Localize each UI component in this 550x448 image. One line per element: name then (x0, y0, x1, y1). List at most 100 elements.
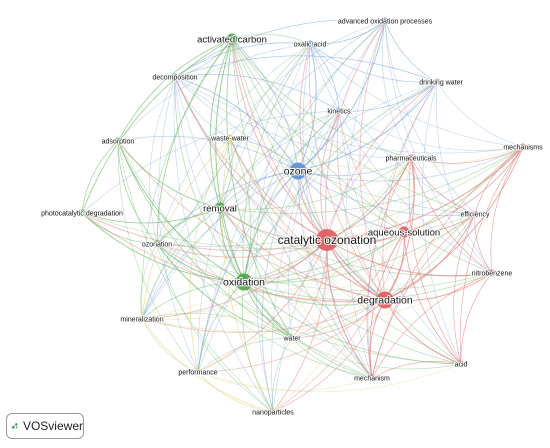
node-mineral[interactable] (138, 315, 146, 323)
node-removal[interactable] (214, 202, 226, 214)
node-label-decomp[interactable]: decomposition (151, 73, 198, 82)
edge-pharma-nitro (410, 157, 493, 274)
node-label-perf[interactable]: performance (177, 368, 218, 377)
edge-aop-pharma (381, 20, 412, 159)
node-label-photo[interactable]: photocatalytic degradation (40, 209, 124, 218)
edge-efficiency-mechanism (371, 213, 476, 379)
edge-ozone-oxidation (243, 170, 299, 283)
node-kinetics[interactable] (335, 107, 343, 115)
node-label-actcarbon[interactable]: activated carbon (196, 33, 268, 46)
node-label-aqueous[interactable]: aqueous-solution (367, 226, 441, 239)
node-oxalic[interactable] (306, 40, 314, 48)
node-drinking[interactable] (433, 78, 441, 86)
edge-ozonation-oxidation (156, 243, 245, 283)
node-label-pharma[interactable]: pharmaceuticals (385, 154, 438, 163)
edge-ozone-removal (219, 170, 299, 209)
edge-kinetics-mineral (141, 110, 340, 320)
node-label-wastewater[interactable]: waste-water (209, 134, 250, 143)
node-aqueous[interactable] (398, 226, 410, 238)
edge-degradation-acid (384, 299, 462, 365)
node-label-degradation[interactable]: degradation (356, 294, 414, 308)
node-mechanisms[interactable] (519, 143, 527, 151)
edge-oxalic-drinking (309, 43, 438, 83)
edge-oxidation-acid (243, 281, 462, 365)
edge-ozone-mechanisms (297, 146, 524, 182)
edge-drinking-mechanisms (436, 81, 524, 148)
node-label-mineral[interactable]: mineralization (119, 315, 164, 324)
node-label-efficiency[interactable]: efficiency (459, 210, 491, 219)
edge-mineral-nano (141, 318, 274, 413)
edge-oxidation-mechanism (243, 281, 373, 379)
edge-ozonation-degradation (156, 243, 386, 303)
edge-oxalic-mechanisms (309, 43, 524, 148)
node-catoz[interactable] (316, 229, 338, 251)
node-ozonation[interactable] (153, 240, 161, 248)
node-label-kinetics[interactable]: kinetics (326, 107, 352, 116)
edge-water-mechanism (291, 337, 373, 379)
node-label-ozonation[interactable]: ozonation (141, 240, 173, 249)
node-efficiency[interactable] (471, 210, 479, 218)
edge-kinetics-removal (219, 110, 340, 209)
edge-ozone-decomp (174, 76, 299, 172)
node-mechanism[interactable] (368, 374, 376, 382)
edge-adsorption-photo (81, 140, 119, 214)
edge-mineral-perf (141, 318, 199, 373)
edge-decomp-water (174, 76, 293, 339)
node-label-acid[interactable]: acid (454, 360, 469, 369)
edge-wastewater-mineral (141, 137, 231, 320)
vosviewer-logo-badge: VOSviewer (6, 413, 84, 439)
edge-decomp-nano (173, 76, 274, 413)
edge-oxalic-nitro (309, 43, 493, 274)
edge-kinetics-degradation (336, 110, 386, 301)
node-label-adsorption[interactable]: adsorption (101, 137, 136, 146)
edge-drinking-degradation (382, 81, 438, 301)
edge-oxalic-decomp (174, 42, 311, 78)
edge-aop-nitro (384, 20, 493, 274)
node-label-oxalic[interactable]: oxalic acid (293, 40, 328, 49)
edge-removal-pharma (219, 157, 412, 210)
edge-efficiency-nitro (474, 213, 493, 274)
node-aop[interactable] (381, 17, 389, 25)
node-nitro[interactable] (488, 269, 496, 277)
edge-actcarbon-aqueous (231, 38, 405, 233)
edge-mineral-nitro (141, 272, 493, 332)
node-label-nano[interactable]: nanoparticles (251, 408, 295, 417)
edge-ozonation-catoz (156, 239, 328, 258)
node-label-water[interactable]: water (281, 334, 302, 343)
node-label-mechanisms[interactable]: mechanisms (502, 143, 544, 152)
node-perf[interactable] (194, 368, 202, 376)
node-decomp[interactable] (171, 73, 179, 81)
edge-removal-catoz (219, 207, 328, 241)
edge-perf-degradation (197, 299, 386, 373)
node-ozone[interactable] (289, 162, 307, 180)
edge-decomp-acid (174, 76, 462, 365)
node-label-drinking[interactable]: drinking water (418, 78, 464, 87)
node-label-nitro[interactable]: nitrobenzene (471, 269, 514, 278)
node-label-removal[interactable]: removal (202, 202, 238, 215)
node-acid[interactable] (457, 360, 465, 368)
node-adsorption[interactable] (114, 137, 122, 145)
node-oxidation[interactable] (235, 273, 253, 291)
edge-decomp-degradation (174, 76, 386, 301)
node-label-ozone[interactable]: ozone (283, 165, 314, 179)
node-photo[interactable] (78, 209, 86, 217)
node-label-oxidation[interactable]: oxidation (222, 276, 266, 290)
node-label-catoz[interactable]: catalytic ozonation (277, 232, 378, 248)
edge-kinetics-drinking (338, 81, 438, 112)
edge-kinetics-perf (197, 110, 340, 373)
node-nano[interactable] (269, 408, 277, 416)
node-water[interactable] (288, 334, 296, 342)
node-label-mechanism[interactable]: mechanism (353, 374, 391, 383)
node-pharma[interactable] (407, 154, 415, 162)
network-nodes (78, 17, 527, 416)
node-actcarbon[interactable] (226, 33, 238, 45)
edge-aop-drinking (384, 20, 438, 83)
node-label-aop[interactable]: advanced oxidation processes (337, 17, 434, 26)
edge-actcarbon-efficiency (231, 38, 476, 215)
node-degradation[interactable] (376, 291, 394, 309)
node-wastewater[interactable] (226, 134, 234, 142)
edge-oxidation-perf (197, 281, 245, 373)
vosviewer-logo-text: VOSviewer (22, 419, 83, 433)
edge-mineral-catoz (141, 239, 328, 320)
